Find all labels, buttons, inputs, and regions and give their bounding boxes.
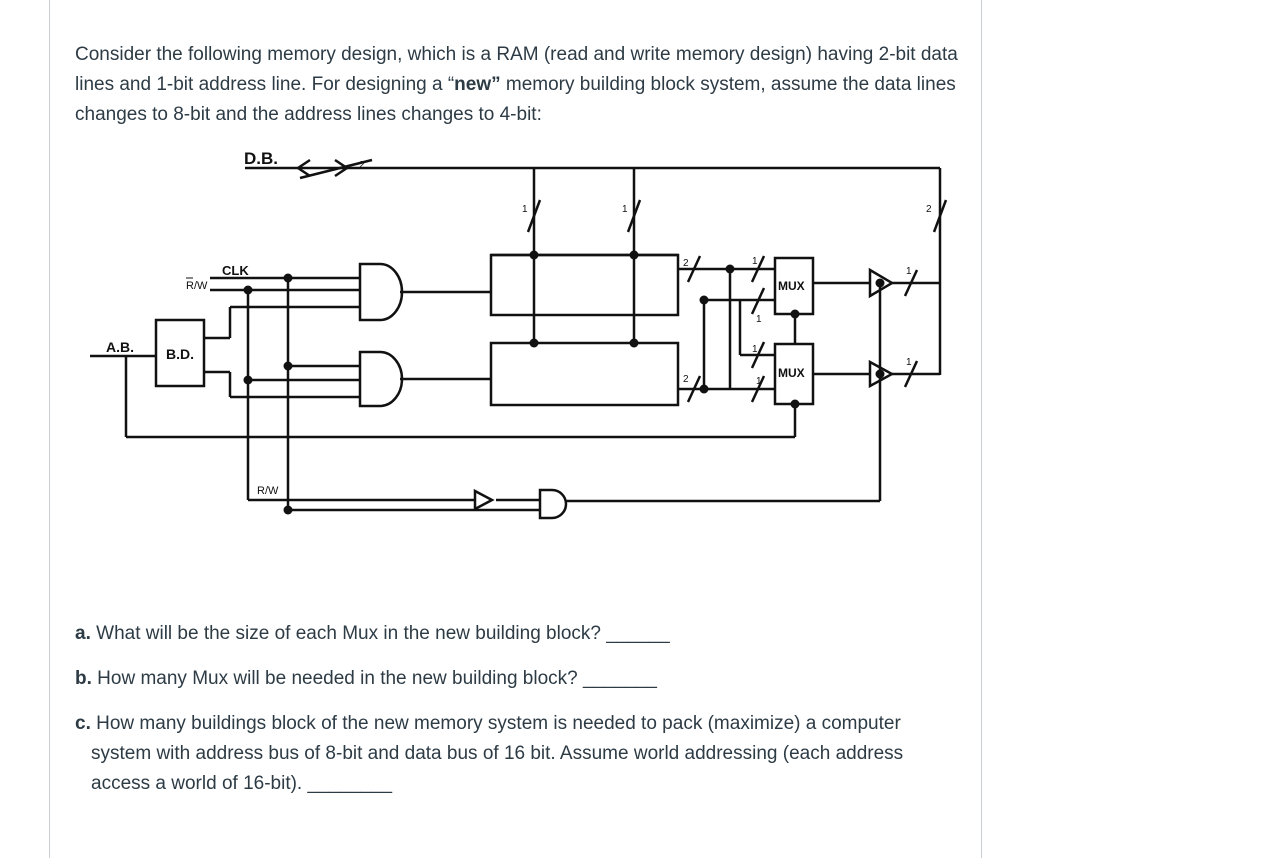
question-intro: Consider the following memory design, wh… [75, 40, 965, 130]
question-card [49, 0, 982, 858]
intro-bold-new: new” [454, 74, 501, 95]
memory-circuit-diagram: D.B. A.B. B.D. CLK R/W R/W MUX MUX 2 1 1… [90, 149, 948, 520]
clk-label: CLK [222, 263, 249, 278]
width-label-buf1: 1 [906, 266, 912, 277]
bd-label: B.D. [166, 346, 194, 362]
question-a-blank: ______ [606, 623, 670, 644]
intro-text-2: memory building block system, assume the… [75, 74, 956, 125]
question-b-text: How many Mux will be needed in the new b… [97, 668, 578, 689]
question-a-text: What will be the size of each Mux in the… [96, 623, 601, 644]
db-width-label: 2 [359, 160, 365, 171]
question-a: a. What will be the size of each Mux in … [75, 619, 955, 649]
mux-top-label: MUX [778, 279, 805, 293]
question-a-label: a. [75, 623, 91, 644]
width-label-mux1-a: 1 [752, 256, 758, 267]
question-b-blank: _______ [583, 668, 657, 689]
width-label-mux1-b: 1 [756, 314, 762, 325]
width-label-mux2-a: 1 [752, 344, 758, 355]
question-c-blank: ________ [307, 773, 393, 794]
width-label-right: 2 [926, 204, 932, 215]
question-c-text: How many buildings block of the new memo… [96, 713, 901, 734]
db-label: D.B. [244, 149, 278, 168]
intro-text-1: Consider the following memory design, wh… [75, 44, 958, 95]
rw-bar-label: R/W [186, 280, 208, 292]
width-label-mux2-b: 1 [756, 376, 762, 387]
width-label-buf2: 1 [906, 357, 912, 368]
question-c-cont-text: system with address bus of 8-bit and dat… [91, 743, 904, 794]
question-c: c. How many buildings block of the new m… [75, 709, 955, 799]
width-label-top-out: 2 [683, 258, 689, 269]
width-label-col2: 1 [622, 204, 628, 215]
width-label-col1: 1 [522, 204, 528, 215]
rw-label: R/W [257, 485, 279, 497]
question-c-label: c. [75, 713, 91, 734]
width-label-bottom-out: 2 [683, 374, 689, 385]
mux-bottom-label: MUX [778, 366, 805, 380]
question-c-text-cont: system with address bus of 8-bit and dat… [75, 739, 955, 799]
question-b: b. How many Mux will be needed in the ne… [75, 664, 955, 694]
question-b-label: b. [75, 668, 92, 689]
ab-label: A.B. [106, 339, 134, 355]
